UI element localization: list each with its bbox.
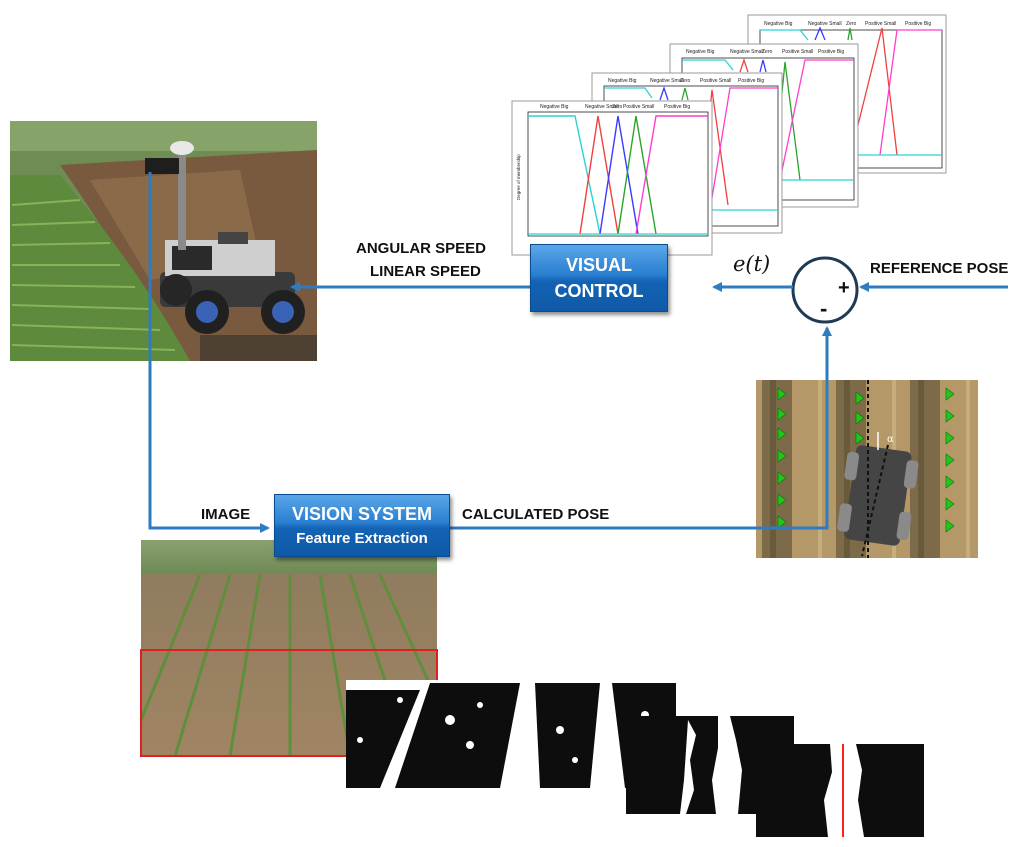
- plot3-legend-pb: Positive Big: [818, 49, 844, 55]
- calculated-pose-label: CALCULATED POSE: [462, 506, 610, 523]
- visual-control-line1: VISUAL: [565, 255, 632, 275]
- segmentation-images: [346, 680, 924, 837]
- plot4-legend-ps: Positive Small: [865, 21, 896, 27]
- plot3-legend-z: Zero: [762, 49, 773, 55]
- flow-arrows: [148, 172, 1008, 533]
- visual-control-block: VISUAL CONTROL: [530, 244, 668, 312]
- angle-alpha: α: [887, 434, 894, 445]
- reference-pose-label: REFERENCE POSE: [870, 260, 1009, 277]
- plot2-legend-ns: Negative Small: [650, 78, 684, 84]
- angular-speed-label: ANGULAR SPEED: [356, 240, 487, 257]
- vision-system-block: VISION SYSTEM Feature Extraction: [274, 494, 450, 557]
- plot4-legend-nb: Negative Big: [764, 21, 793, 27]
- linear-speed-label: LINEAR SPEED: [370, 263, 481, 280]
- plus-sign: +: [838, 277, 850, 299]
- plot1-legend-pb: Positive Big: [664, 104, 690, 110]
- row-schematic-image: α: [756, 380, 978, 558]
- robot-field-photo: [10, 121, 317, 361]
- vision-system-title: VISION SYSTEM: [291, 504, 433, 524]
- plot1-legend-ps: Positive Small: [623, 104, 654, 110]
- visual-control-line2: CONTROL: [554, 281, 644, 301]
- plot2-legend-ps: Positive Small: [700, 78, 731, 84]
- arrow-vision-to-junction: [450, 326, 832, 530]
- plot4-legend-pb: Positive Big: [905, 21, 931, 27]
- membership-function-plots: Negative Big Negative Small Zero Positiv…: [511, 14, 947, 256]
- plot1-legend-ns: Negative Small: [585, 104, 619, 110]
- error-signal-label: e(t): [733, 252, 771, 276]
- plot3-legend-ps: Positive Small: [782, 49, 813, 55]
- plot1-legend-nb: Negative Big: [540, 104, 569, 110]
- robot-topview: [837, 445, 919, 546]
- image-label: IMAGE: [201, 506, 251, 523]
- vision-system-subtitle: Feature Extraction: [296, 530, 428, 547]
- membership-plot-1: Negative Big Negative Small Zero Positiv…: [511, 100, 713, 256]
- plant-markers: [777, 387, 955, 533]
- plot3-legend-nb: Negative Big: [686, 49, 715, 55]
- binary-mask-1: [346, 680, 678, 788]
- binary-mask-3: [756, 744, 924, 837]
- minus-sign: -: [820, 296, 827, 321]
- plot4-legend-ns: Negative Small: [808, 21, 842, 27]
- arrow-robot-to-vision: [148, 172, 270, 533]
- summing-junction: + -: [791, 256, 859, 324]
- crop-rows-photo: [139, 540, 439, 757]
- plot4-legend-z: Zero: [846, 21, 857, 27]
- plot1-legend-z: Zero: [612, 104, 623, 110]
- plot2-legend-pb: Positive Big: [738, 78, 764, 84]
- plot3-legend-ns: Negative Small: [730, 49, 764, 55]
- plot1-ylabel: Degree of membership: [516, 154, 521, 200]
- plot2-legend-nb: Negative Big: [608, 78, 637, 84]
- plot2-legend-z: Zero: [680, 78, 691, 84]
